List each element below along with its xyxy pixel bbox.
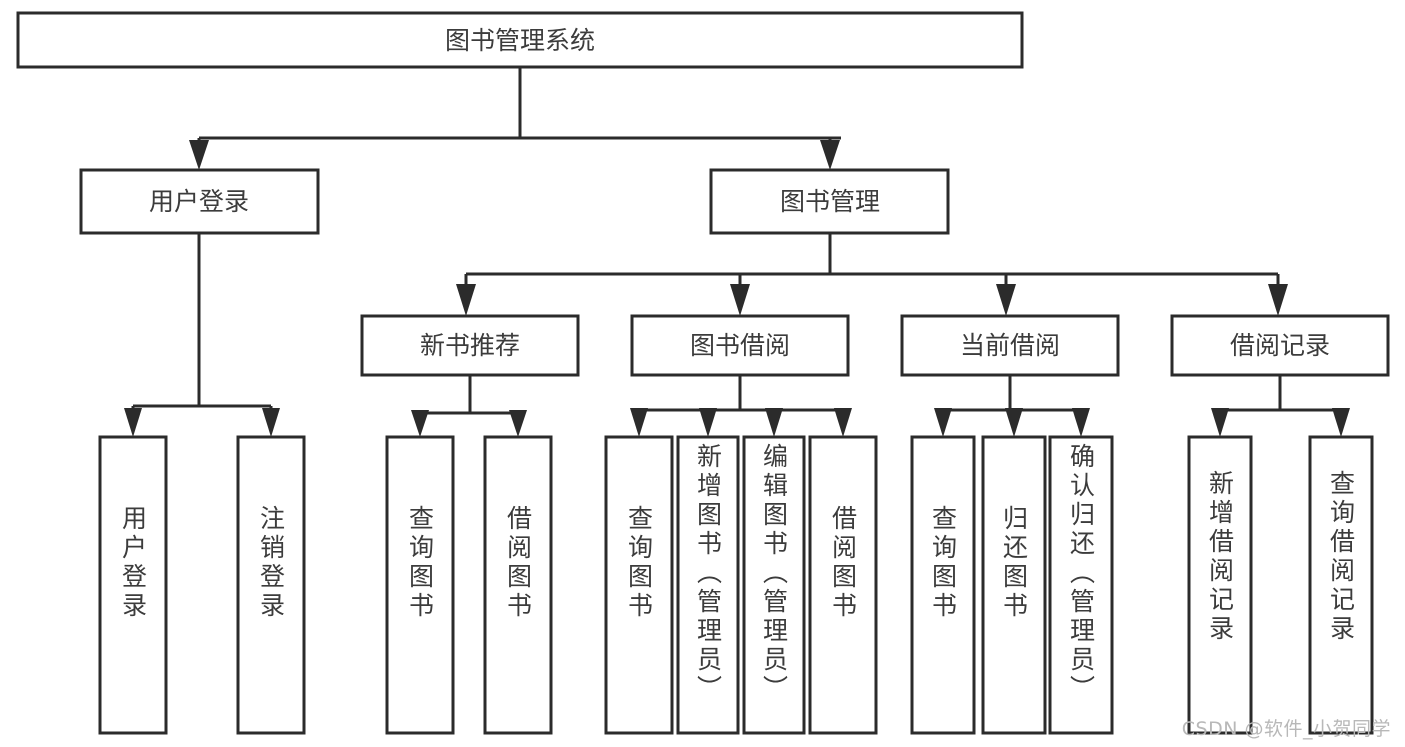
node-new-book-recommend[interactable]: 新书推荐 bbox=[360, 314, 580, 377]
arrow-head-leaf-user-login bbox=[124, 408, 142, 437]
borrow-record-box[interactable] bbox=[1170, 314, 1390, 377]
leaf-box-borrow-book-1[interactable] bbox=[483, 435, 553, 735]
connector-group-newbook-to-leaves bbox=[411, 375, 527, 437]
new-book-recommend-box[interactable] bbox=[360, 314, 580, 377]
node-book-management[interactable]: 图书管理 bbox=[709, 168, 950, 235]
arrow-head-borrow bbox=[730, 284, 750, 316]
connector-group-userlogin-to-leaves bbox=[124, 233, 280, 437]
connector-group-bookmgmt-to-level3 bbox=[456, 233, 1288, 316]
leaf-box-add-record[interactable] bbox=[1187, 435, 1253, 735]
book-borrow-label: 图书借阅 bbox=[690, 331, 790, 360]
arrow-head-leaf-logout bbox=[262, 408, 280, 437]
leaf-box-add-book[interactable] bbox=[676, 435, 740, 735]
new-book-recommend-label: 新书推荐 bbox=[420, 331, 520, 360]
arrow-head-book-mgmt bbox=[820, 140, 840, 170]
leaf-box-edit-book[interactable] bbox=[742, 435, 806, 735]
leaf-box-user-login[interactable] bbox=[98, 435, 168, 735]
arrow-head-leaf-confirm-return bbox=[1072, 408, 1090, 437]
current-borrow-box[interactable] bbox=[900, 314, 1120, 377]
user-login-label: 用户登录 bbox=[149, 187, 249, 216]
arrow-head-leaf-borrow-book-2 bbox=[834, 408, 852, 437]
leaf-box-confirm-return[interactable] bbox=[1048, 435, 1114, 735]
book-borrow-box[interactable] bbox=[630, 314, 850, 377]
current-borrow-label: 当前借阅 bbox=[960, 331, 1060, 360]
arrow-head-leaf-edit-book bbox=[765, 408, 783, 437]
leaf-box-logout[interactable] bbox=[236, 435, 306, 735]
leaf-box-borrow-book-2[interactable] bbox=[808, 435, 878, 735]
arrow-head-newbook bbox=[456, 284, 476, 316]
arrow-head-leaf-add-book bbox=[699, 408, 717, 437]
arrow-head-leaf-borrow-book-1 bbox=[509, 410, 527, 437]
borrow-record-label: 借阅记录 bbox=[1230, 331, 1330, 360]
node-user-login[interactable]: 用户登录 bbox=[79, 168, 320, 235]
connector-group-borrow-to-leaves bbox=[630, 375, 852, 437]
node-root-system[interactable]: 图书管理系统 bbox=[16, 11, 1024, 69]
arrow-head-leaf-query-book-2 bbox=[630, 408, 648, 437]
leaf-box-query-book-2[interactable] bbox=[604, 435, 674, 735]
arrow-head-current bbox=[996, 284, 1016, 316]
arrow-head-leaf-add-record bbox=[1211, 408, 1229, 437]
node-current-borrow[interactable]: 当前借阅 bbox=[900, 314, 1120, 377]
leaf-box-query-book-1[interactable] bbox=[385, 435, 455, 735]
arrow-head-leaf-return-book bbox=[1005, 408, 1023, 437]
watermark-text: CSDN @软件_小贺同学 bbox=[1181, 718, 1391, 740]
leaf-box-return-book[interactable] bbox=[981, 435, 1047, 735]
book-management-box[interactable] bbox=[709, 168, 950, 235]
arrow-head-leaf-query-book-1 bbox=[411, 410, 429, 437]
node-book-borrow[interactable]: 图书借阅 bbox=[630, 314, 850, 377]
connector-group-current-to-leaves bbox=[934, 375, 1090, 437]
root-box[interactable] bbox=[16, 11, 1024, 69]
arrow-head-record bbox=[1268, 284, 1288, 316]
book-management-label: 图书管理 bbox=[780, 187, 880, 216]
connector-group-record-to-leaves bbox=[1211, 375, 1350, 437]
arrow-head-leaf-query-book-3 bbox=[934, 408, 952, 437]
connector-group-root-to-level2 bbox=[189, 67, 841, 170]
root-label: 图书管理系统 bbox=[445, 26, 595, 55]
arrow-head-user-login bbox=[189, 140, 209, 170]
leaf-box-query-record[interactable] bbox=[1308, 435, 1374, 735]
arrow-head-leaf-query-record bbox=[1332, 408, 1350, 437]
user-login-box[interactable] bbox=[79, 168, 320, 235]
leaf-box-query-book-3[interactable] bbox=[910, 435, 976, 735]
node-borrow-record[interactable]: 借阅记录 bbox=[1170, 314, 1390, 377]
